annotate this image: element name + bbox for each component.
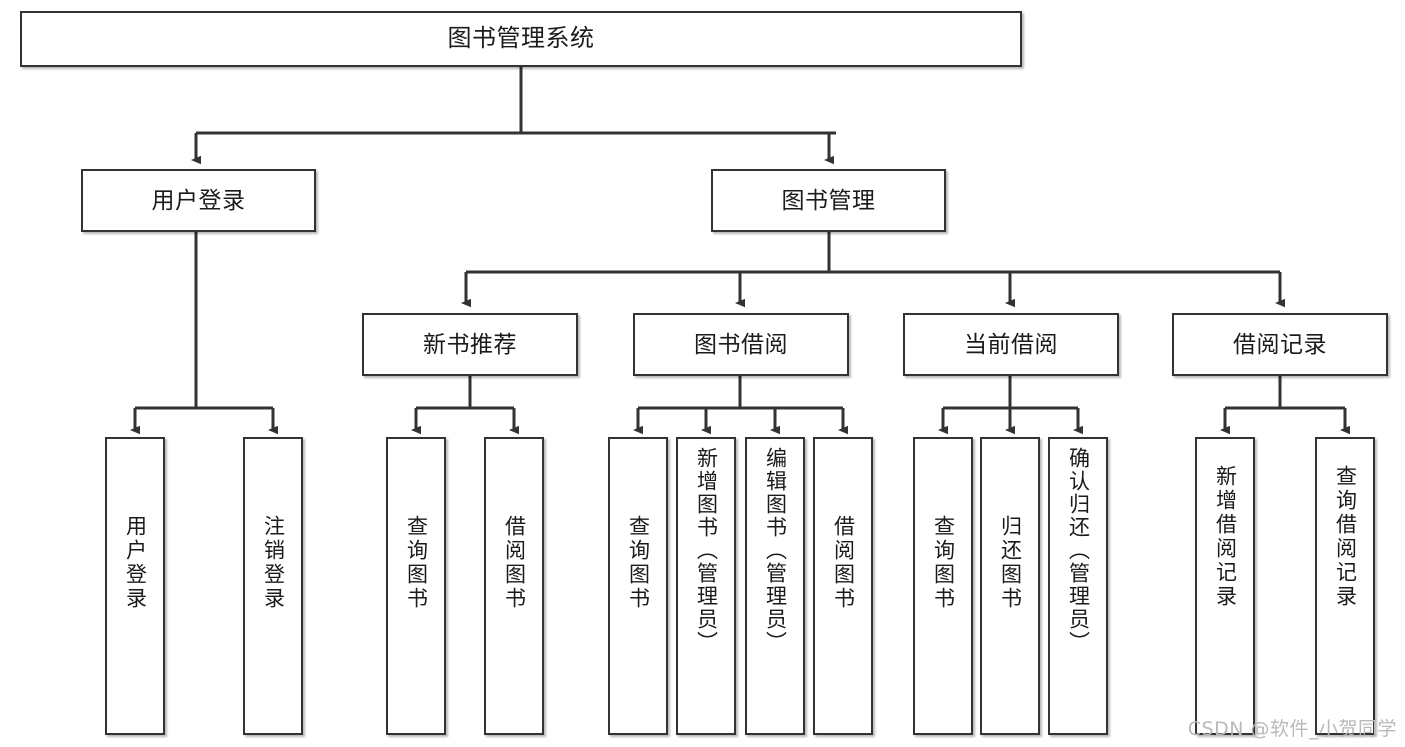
leaf-logout[interactable]: 注销登录: [243, 437, 303, 735]
leaf-return-books[interactable]: 归还图书: [980, 437, 1040, 735]
node-label: 借阅图书: [831, 515, 855, 611]
node-label: 新增图书（管理员）: [694, 447, 718, 654]
node-user-login[interactable]: 用户登录: [81, 169, 316, 232]
node-label: 编辑图书（管理员）: [763, 447, 787, 654]
node-label: 借阅记录: [1233, 330, 1327, 357]
node-label: 借阅图书: [502, 515, 526, 611]
node-current-borrowing[interactable]: 当前借阅: [903, 313, 1119, 376]
node-label: 图书借阅: [694, 330, 788, 357]
node-borrowing-records[interactable]: 借阅记录: [1172, 313, 1388, 376]
leaf-user-login[interactable]: 用户登录: [105, 437, 165, 735]
node-label: 归还图书: [998, 515, 1022, 611]
leaf-search-books-current[interactable]: 查询图书: [913, 437, 973, 735]
node-label: 查询借阅记录: [1333, 465, 1357, 609]
node-label: 查询图书: [404, 515, 428, 611]
leaf-search-books-borrow[interactable]: 查询图书: [608, 437, 668, 735]
leaf-search-books-new[interactable]: 查询图书: [386, 437, 446, 735]
leaf-borrow-books[interactable]: 借阅图书: [813, 437, 873, 735]
csdn-watermark: CSDN @软件_小贺同学: [1187, 718, 1397, 740]
node-label: 新增借阅记录: [1213, 465, 1237, 609]
node-label: 确认归还（管理员）: [1066, 447, 1090, 654]
leaf-borrow-books-new[interactable]: 借阅图书: [484, 437, 544, 735]
leaf-search-borrow-record[interactable]: 查询借阅记录: [1315, 437, 1375, 735]
node-new-book-recommendation[interactable]: 新书推荐: [362, 313, 578, 376]
node-label: 图书管理: [781, 186, 876, 213]
node-label: 新书推荐: [423, 330, 517, 357]
node-book-borrowing[interactable]: 图书借阅: [633, 313, 849, 376]
node-label: 查询图书: [626, 515, 650, 611]
node-label: 查询图书: [931, 515, 955, 611]
node-root-library-management-system[interactable]: 图书管理系统: [20, 11, 1022, 67]
node-label: 图书管理系统: [447, 24, 595, 52]
leaf-add-book-admin[interactable]: 新增图书（管理员）: [676, 437, 736, 735]
leaf-add-borrow-record[interactable]: 新增借阅记录: [1195, 437, 1255, 735]
leaf-edit-book-admin[interactable]: 编辑图书（管理员）: [745, 437, 805, 735]
node-book-management[interactable]: 图书管理: [711, 169, 946, 232]
node-label: 用户登录: [123, 515, 147, 611]
node-label: 用户登录: [151, 186, 246, 213]
node-label: 当前借阅: [964, 330, 1058, 357]
leaf-confirm-return-admin[interactable]: 确认归还（管理员）: [1048, 437, 1108, 735]
node-label: 注销登录: [261, 515, 285, 611]
